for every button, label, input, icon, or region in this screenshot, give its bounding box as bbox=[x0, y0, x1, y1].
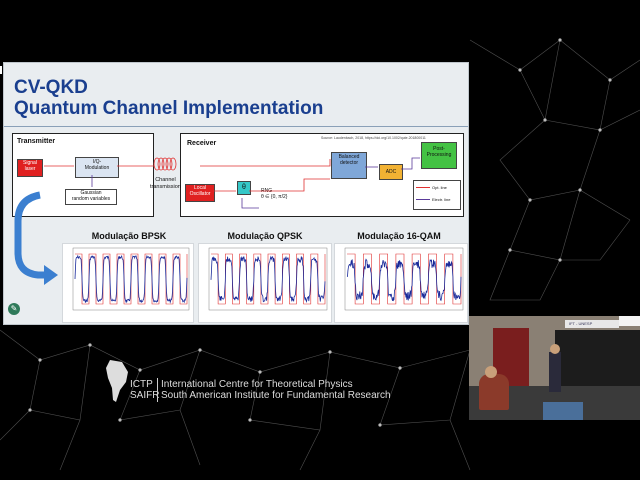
slide-title-line1: CV-QKD bbox=[14, 77, 88, 98]
receiver-label: Receiver bbox=[187, 140, 217, 147]
fiber-coil-icon bbox=[153, 157, 177, 171]
signal-laser: Signal laser bbox=[17, 159, 43, 177]
transmitter-label: Transmitter bbox=[17, 138, 56, 145]
arrow-head-icon bbox=[44, 265, 58, 285]
opt-line-label: Opt. line bbox=[432, 185, 447, 190]
measured-signal-trace bbox=[210, 255, 326, 304]
title-divider bbox=[4, 126, 468, 127]
adc: ADC bbox=[379, 164, 403, 180]
post-processing: Post- Processing bbox=[421, 142, 457, 169]
org-name-line2: South American Institute for Fundamental… bbox=[161, 390, 391, 401]
south-america-logo-icon bbox=[106, 360, 128, 402]
presenter bbox=[549, 352, 561, 392]
chart-bpsk bbox=[62, 243, 194, 323]
receiver-box: Receiver Source: Laudenbach, 2018, https… bbox=[180, 133, 464, 217]
gaussian-random-variables: Gaussian random variables bbox=[65, 189, 117, 205]
opt-line-swatch bbox=[416, 187, 430, 188]
slide-title-line2: Quantum Channel Implementation bbox=[14, 98, 324, 119]
elec-line-label: Electr. line bbox=[432, 197, 451, 202]
iq-modulation: I/Q- Modulation bbox=[75, 157, 119, 178]
chart-qpsk bbox=[198, 243, 332, 323]
theta-phase-shifter: θ bbox=[237, 181, 251, 195]
audience-head bbox=[485, 366, 497, 378]
screen-glare bbox=[619, 316, 640, 326]
transmitter-box: Transmitter Signal laser I/Q- Modulation… bbox=[12, 133, 154, 217]
measured-signal-trace bbox=[346, 258, 462, 302]
pencil-icon[interactable]: ✎ bbox=[8, 303, 20, 315]
edge-marker bbox=[0, 66, 2, 74]
room-sign: IFT - UNESP bbox=[565, 320, 619, 328]
audience-member bbox=[479, 374, 509, 410]
logo-ictp: ICTP bbox=[130, 379, 153, 390]
presentation-slide: CV-QKD Quantum Channel Implementation Tr… bbox=[3, 62, 469, 325]
measured-signal-trace bbox=[74, 254, 188, 304]
chart-title-16qam: Modulação 16-QAM bbox=[357, 231, 441, 241]
chart-title-bpsk: Modulação BPSK bbox=[91, 231, 167, 241]
local-oscillator: Local Oscillator bbox=[185, 184, 215, 202]
line-legend: Opt. line Electr. line bbox=[413, 180, 461, 210]
presenter-head bbox=[550, 344, 560, 354]
elec-line-swatch bbox=[416, 199, 430, 200]
rng-label: RNG θ ∈ {0, π/2} bbox=[261, 188, 288, 200]
balanced-detector: Balanced detector bbox=[331, 152, 367, 179]
logo-saifr: SAIFR bbox=[130, 390, 160, 401]
org-name-line1: International Centre for Theoretical Phy… bbox=[161, 379, 353, 390]
blackboard bbox=[555, 330, 640, 392]
chart-16qam bbox=[334, 243, 468, 323]
source-citation: Source: Laudenbach, 2018, https://doi.or… bbox=[321, 136, 426, 140]
logo-divider bbox=[157, 378, 158, 402]
audience-seat bbox=[543, 402, 583, 420]
speaker-camera-feed: IFT - UNESP bbox=[469, 316, 640, 420]
channel-transmission-label: Channel transmission bbox=[150, 177, 181, 190]
chart-title-qpsk: Modulação QPSK bbox=[227, 231, 303, 241]
